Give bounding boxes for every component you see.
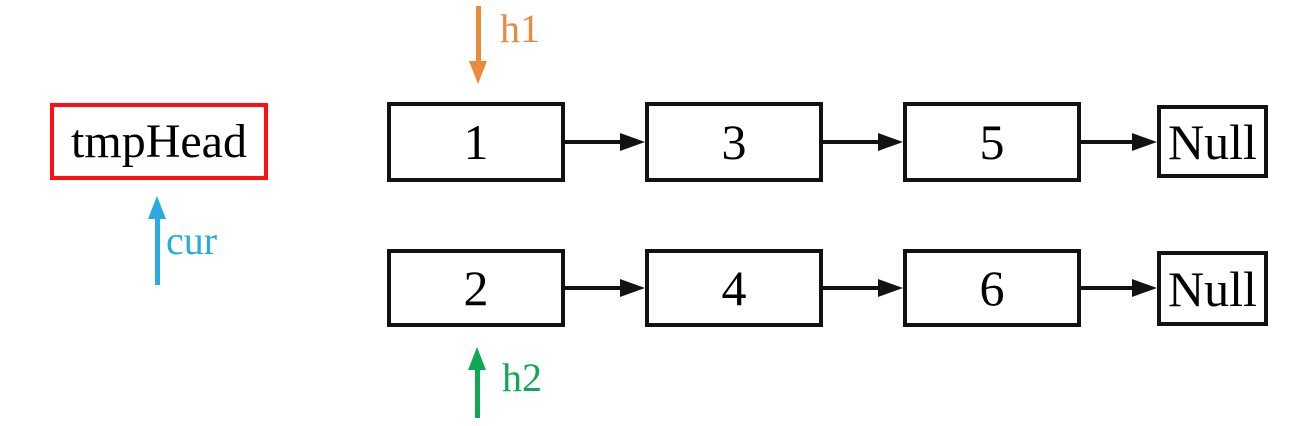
list2-node-2: 2 bbox=[387, 249, 565, 327]
cur-pointer-label: cur bbox=[166, 218, 218, 263]
arrow-shaft bbox=[823, 140, 878, 144]
arrow-shaft bbox=[565, 140, 620, 144]
h1-pointer-arrow-icon bbox=[469, 6, 487, 84]
h2-pointer-label: h2 bbox=[502, 355, 542, 400]
next-arrow-icon bbox=[565, 133, 645, 151]
tmphead-box: tmpHead bbox=[50, 103, 268, 180]
arrow-shaft bbox=[1081, 286, 1132, 290]
h2-pointer-arrow-icon bbox=[468, 347, 486, 418]
next-arrow-icon bbox=[565, 279, 645, 297]
list2-null-box: Null bbox=[1157, 251, 1268, 326]
arrow-shaft bbox=[1081, 140, 1132, 144]
list1-node-5: 5 bbox=[903, 102, 1081, 182]
node-value: 3 bbox=[721, 114, 747, 170]
arrow-shaft bbox=[823, 286, 878, 290]
list2-node-4: 4 bbox=[645, 249, 823, 327]
h1-arrowhead-icon bbox=[469, 61, 487, 84]
list1-node-1: 1 bbox=[387, 102, 565, 182]
cur-arrowhead-icon bbox=[148, 196, 166, 219]
arrow-shaft bbox=[565, 286, 620, 290]
node-value: 1 bbox=[463, 114, 489, 170]
list1-null-box: Null bbox=[1157, 105, 1268, 178]
list2-node-6: 6 bbox=[903, 249, 1081, 327]
list1-node-3: 3 bbox=[645, 102, 823, 182]
tmphead-label: tmpHead bbox=[71, 114, 247, 168]
cur-arrow-shaft bbox=[154, 219, 160, 285]
next-arrow-icon bbox=[1081, 133, 1157, 151]
h2-arrowhead-icon bbox=[468, 347, 486, 370]
arrowhead-icon bbox=[1132, 279, 1157, 297]
next-arrow-icon bbox=[1081, 279, 1157, 297]
arrowhead-icon bbox=[878, 279, 903, 297]
arrowhead-icon bbox=[620, 279, 645, 297]
node-value: 4 bbox=[721, 260, 747, 316]
arrowhead-icon bbox=[1132, 133, 1157, 151]
node-value: 6 bbox=[979, 260, 1005, 316]
h2-arrow-shaft bbox=[474, 370, 480, 418]
arrowhead-icon bbox=[620, 133, 645, 151]
node-value: 5 bbox=[979, 114, 1005, 170]
arrowhead-icon bbox=[878, 133, 903, 151]
null-label: Null bbox=[1168, 113, 1257, 170]
cur-pointer-arrow-icon bbox=[148, 196, 166, 285]
next-arrow-icon bbox=[823, 279, 903, 297]
node-value: 2 bbox=[463, 260, 489, 316]
h1-pointer-label: h1 bbox=[500, 6, 540, 51]
null-label: Null bbox=[1168, 260, 1257, 317]
h1-arrow-shaft bbox=[475, 6, 481, 61]
next-arrow-icon bbox=[823, 133, 903, 151]
